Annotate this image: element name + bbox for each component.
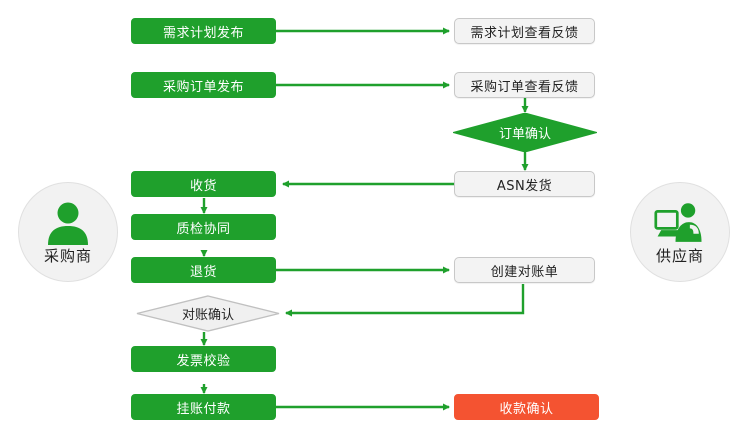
node-label: 需求计划查看反馈 — [470, 25, 579, 41]
node-receive-goods[interactable]: 收货 — [131, 171, 276, 197]
person-at-computer-icon — [654, 203, 702, 242]
node-label: 采购订单查看反馈 — [470, 79, 579, 95]
node-reconciliation-confirm[interactable]: 对账确认 — [136, 295, 280, 332]
node-label: 采购订单发布 — [162, 79, 244, 95]
node-label: 对账确认 — [181, 308, 234, 323]
node-label: 发票校验 — [176, 353, 231, 369]
node-quality-inspection-collab[interactable]: 质检协同 — [131, 214, 276, 240]
node-label: 订单确认 — [498, 127, 551, 142]
node-label: 质检协同 — [176, 221, 231, 237]
node-accrual-payment[interactable]: 挂账付款 — [131, 394, 276, 420]
actor-supplier-label: 供应商 — [655, 247, 704, 265]
actor-buyer: 采购商 — [18, 182, 118, 282]
node-label: 收款确认 — [499, 401, 554, 417]
node-label: 收货 — [189, 178, 217, 194]
node-purchase-order-publish[interactable]: 采购订单发布 — [131, 72, 276, 98]
actor-buyer-label: 采购商 — [43, 247, 92, 265]
person-icon — [48, 202, 88, 245]
node-label: 挂账付款 — [176, 401, 231, 417]
node-return-goods[interactable]: 退货 — [131, 257, 276, 283]
node-order-confirm[interactable]: 订单确认 — [453, 113, 597, 152]
node-payment-receipt-confirm[interactable]: 收款确认 — [454, 394, 599, 420]
diamond-shape — [136, 295, 280, 332]
node-label: 创建对账单 — [490, 264, 559, 280]
node-purchase-order-view-feedback[interactable]: 采购订单查看反馈 — [454, 72, 595, 98]
diamond-shape — [453, 113, 597, 152]
node-label: 需求计划发布 — [162, 25, 244, 41]
node-invoice-verification[interactable]: 发票校验 — [131, 346, 276, 372]
node-demand-plan-publish[interactable]: 需求计划发布 — [131, 18, 276, 44]
node-label: ASN发货 — [496, 178, 553, 194]
node-demand-plan-view-feedback[interactable]: 需求计划查看反馈 — [454, 18, 595, 44]
edge-n10-n11 — [285, 284, 525, 317]
node-label: 退货 — [189, 264, 217, 280]
actor-supplier: 供应商 — [630, 182, 730, 282]
node-create-reconciliation[interactable]: 创建对账单 — [454, 257, 595, 283]
node-asn-shipment[interactable]: ASN发货 — [454, 171, 595, 197]
